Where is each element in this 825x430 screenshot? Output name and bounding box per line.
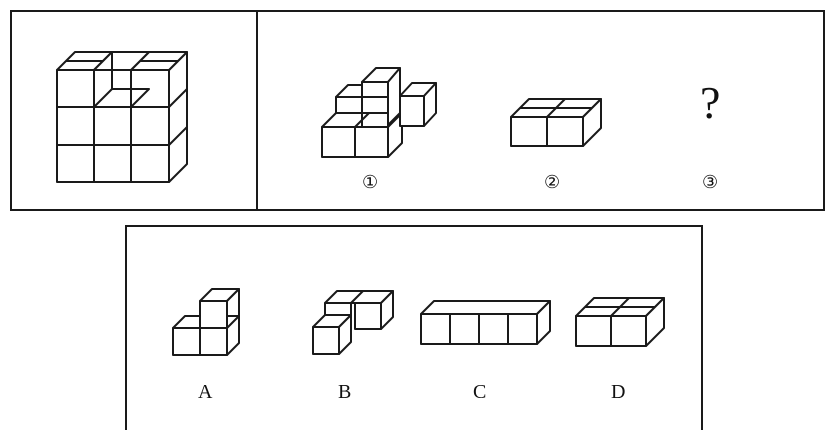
label-piece-1: ①	[362, 172, 379, 193]
option-a-icon	[172, 288, 240, 356]
question-divider	[256, 10, 258, 211]
question-panel	[10, 10, 825, 211]
unknown-piece-mark: ?	[700, 77, 721, 128]
label-piece-3: ③	[702, 172, 719, 193]
option-c-icon	[420, 300, 551, 345]
piece-1-icon	[321, 67, 437, 158]
option-d-icon	[575, 297, 665, 347]
option-d-label[interactable]: D	[611, 381, 626, 403]
label-piece-2: ②	[544, 172, 561, 193]
option-b-label[interactable]: B	[338, 381, 352, 403]
options-panel	[125, 225, 703, 430]
piece-2-icon	[510, 98, 602, 147]
option-a-label[interactable]: A	[198, 381, 213, 403]
option-c-label[interactable]: C	[473, 381, 487, 403]
cube-assembly-icon	[56, 51, 188, 183]
option-b-icon	[312, 290, 394, 355]
